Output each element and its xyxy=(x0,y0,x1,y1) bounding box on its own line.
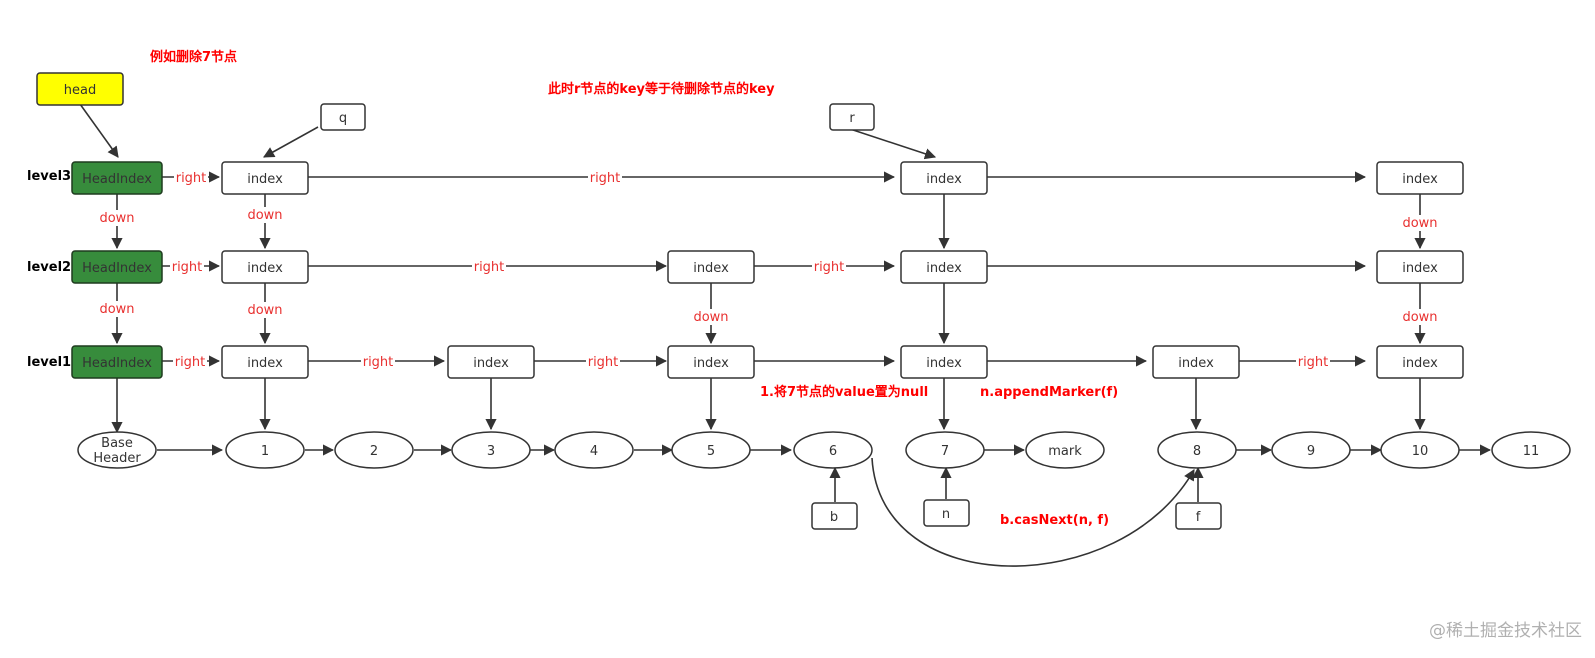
label-down: down xyxy=(247,208,282,223)
list-node-7: 7 xyxy=(941,444,949,459)
label-right: right xyxy=(176,171,207,186)
headindex-level2: HeadIndex xyxy=(71,250,163,284)
pointer-b: b xyxy=(811,502,858,530)
label-down: down xyxy=(99,302,134,317)
index-label: index xyxy=(693,261,729,276)
label-right: right xyxy=(588,355,619,370)
index-label: index xyxy=(1178,356,1214,371)
pointer-r-label: r xyxy=(849,111,855,126)
index-label: index xyxy=(247,261,283,276)
edge-labels: right right right right right right righ… xyxy=(98,170,1439,370)
note-append-marker: n.appendMarker(f) xyxy=(980,385,1118,400)
index-label: index xyxy=(926,261,962,276)
note-cas-next: b.casNext(n, f) xyxy=(1000,513,1109,528)
pointer-b-label: b xyxy=(830,510,838,525)
index-label: index xyxy=(693,356,729,371)
label-down: down xyxy=(693,310,728,325)
list-node-11: 11 xyxy=(1523,444,1540,459)
level3-label: level3 xyxy=(27,169,71,184)
list-node-mark: mark xyxy=(1048,444,1082,459)
list-node-10: 10 xyxy=(1412,444,1429,459)
label-down: down xyxy=(1402,216,1437,231)
headindex-level3: HeadIndex xyxy=(71,161,163,195)
label-right: right xyxy=(590,171,621,186)
list-node-8: 8 xyxy=(1193,444,1201,459)
label-right: right xyxy=(1298,355,1329,370)
head-label: head xyxy=(64,83,96,98)
level1-label: level1 xyxy=(27,355,71,370)
edge-head-to-headindex xyxy=(79,103,119,158)
label-right: right xyxy=(814,260,845,275)
pointer-q-label: q xyxy=(339,111,347,126)
index-label: index xyxy=(926,356,962,371)
index-label: index xyxy=(247,356,283,371)
pointer-q: q xyxy=(320,103,366,131)
list-node-2: 2 xyxy=(370,444,378,459)
index-boxes: index index index index index index inde… xyxy=(221,161,1464,379)
list-node-1: 1 xyxy=(261,444,269,459)
list-node-4: 4 xyxy=(590,444,598,459)
list-node-3: 3 xyxy=(487,444,495,459)
pointer-n-label: n xyxy=(942,507,950,522)
base-header-line2: Header xyxy=(93,451,141,466)
level2-label: level2 xyxy=(27,260,71,275)
label-down: down xyxy=(99,211,134,226)
index-label: index xyxy=(1402,172,1438,187)
list-node-6: 6 xyxy=(829,444,837,459)
edge-q-to-index xyxy=(263,126,319,158)
label-right: right xyxy=(175,355,206,370)
label-right: right xyxy=(172,260,203,275)
pointer-n: n xyxy=(923,499,970,527)
watermark: @稀土掘金技术社区 xyxy=(1429,621,1582,641)
index-label: index xyxy=(247,172,283,187)
index-label: index xyxy=(926,172,962,187)
pointer-r: r xyxy=(829,103,875,131)
label-down: down xyxy=(247,303,282,318)
pointer-f: f xyxy=(1175,502,1222,530)
head-box: head xyxy=(36,72,124,106)
index-label: index xyxy=(1402,356,1438,371)
edge-cas-next-curve xyxy=(871,457,1195,567)
headindex-label: HeadIndex xyxy=(82,356,152,371)
index-label: index xyxy=(473,356,509,371)
note-r-key: 此时r节点的key等于待删除节点的key xyxy=(548,81,775,97)
headindex-label: HeadIndex xyxy=(82,261,152,276)
note-set-value-null: 1.将7节点的value置为null xyxy=(760,384,928,400)
list-node-9: 9 xyxy=(1307,444,1315,459)
label-right: right xyxy=(474,260,505,275)
label-right: right xyxy=(363,355,394,370)
list-node-5: 5 xyxy=(707,444,715,459)
label-down: down xyxy=(1402,310,1437,325)
edge-r-to-index xyxy=(843,126,937,160)
base-list-nodes: 1 2 3 4 5 6 7 mark 8 9 10 11 xyxy=(225,431,1571,469)
base-header-node: Base Header xyxy=(77,431,157,469)
headindex-level1: HeadIndex xyxy=(71,345,163,379)
base-header-line1: Base xyxy=(101,436,133,451)
note-delete-example: 例如删除7节点 xyxy=(150,49,237,65)
pointer-f-label: f xyxy=(1196,510,1201,525)
index-label: index xyxy=(1402,261,1438,276)
headindex-label: HeadIndex xyxy=(82,172,152,187)
